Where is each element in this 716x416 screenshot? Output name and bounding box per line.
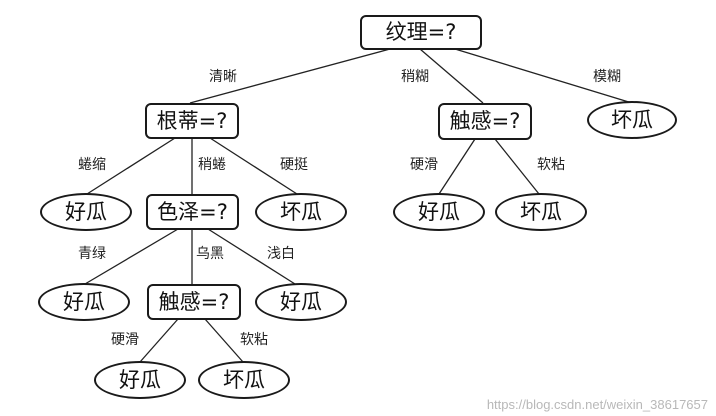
leaf-bad-1: 坏瓜 [587,101,677,139]
edge-label-ruannian-2: 软粘 [240,332,268,348]
edge-root-bad1 [454,48,633,104]
root-node: 纹理=? [360,15,482,50]
edge-chugan2-bad4 [204,318,244,363]
leaf-good-5: 好瓜 [94,361,186,399]
edge-label-qinglv: 青绿 [78,246,106,262]
chugan-node-1: 触感=? [438,103,532,140]
watermark-url: https://blog.csdn.net/weixin_38617657 [486,397,708,412]
edge-label-yingting: 硬挺 [280,157,308,173]
leaf-good-1: 好瓜 [40,193,132,231]
leaf-bad-2: 坏瓜 [255,193,347,231]
leaf-bad-3: 坏瓜 [495,193,587,231]
edge-chugan1-good2 [438,138,476,195]
edge-label-shaohu: 稍糊 [401,69,429,85]
edge-sez-good3 [84,228,179,285]
edge-root-gendi [189,48,391,104]
edge-root-chugan1 [419,48,484,104]
edge-label-qianbai: 浅白 [267,246,295,262]
chugan-node-2: 触感=? [147,284,241,320]
edge-label-quansuo: 蜷缩 [78,157,106,173]
leaf-good-3: 好瓜 [38,283,130,321]
edge-label-wuhei: 乌黑 [196,246,224,262]
edge-sez-good4 [207,228,296,285]
edge-chugan1-bad3 [494,138,540,195]
edge-label-mohu: 模糊 [593,69,621,85]
edge-gendi-bad2 [209,137,298,195]
edge-label-yinghua-2: 硬滑 [111,332,139,348]
leaf-good-4: 好瓜 [255,283,347,321]
edge-gendi-good1 [86,137,176,195]
gendi-node: 根蒂=? [145,103,239,139]
edge-label-yinghua-1: 硬滑 [410,157,438,173]
sez-node: 色泽=? [146,194,239,230]
edge-label-shaoquan: 稍蜷 [198,157,226,173]
edge-label-ruannian-1: 软粘 [537,157,565,173]
leaf-good-2: 好瓜 [393,193,485,231]
edge-chugan2-good5 [139,318,179,363]
leaf-bad-4: 坏瓜 [198,361,290,399]
edge-label-qingxi: 清晰 [209,69,237,85]
